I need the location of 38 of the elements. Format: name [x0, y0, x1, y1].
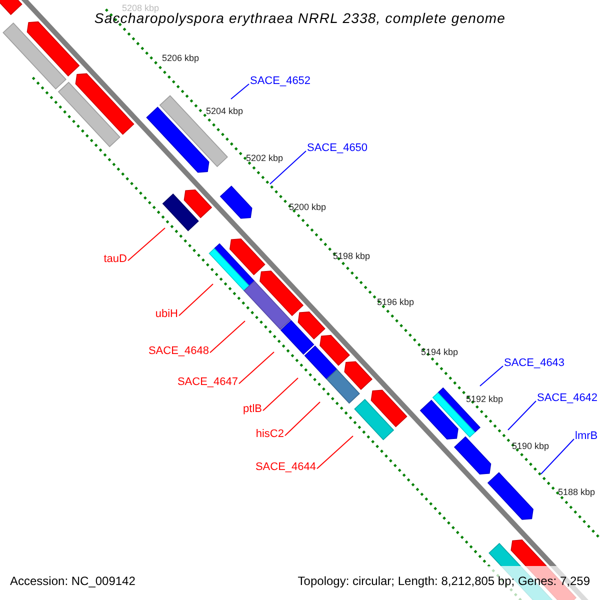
gene-label: SACE_4648 — [148, 346, 209, 357]
tick-label: 5196 kbp — [377, 298, 414, 306]
tick-label: 5208 kbp — [122, 4, 160, 12]
footer-text: Accession: NC_009142 — [10, 575, 136, 587]
footer-text: Topology: circular; Length: 8,212,805 bp; Genes: 7,259 — [298, 575, 590, 587]
gene-label: SACE_4642 — [537, 393, 598, 404]
gene-label: ubiH — [155, 309, 178, 320]
gene-label: SACE_4644 — [255, 462, 316, 473]
leader-line — [508, 400, 536, 430]
leader-line — [480, 366, 504, 386]
gene-label: ptlB — [243, 404, 262, 415]
leader-line — [238, 352, 274, 384]
tick-label: 5194 kbp — [421, 348, 458, 356]
leader-line — [270, 150, 306, 184]
tick-label: 5204 kbp — [206, 106, 244, 116]
leader-line — [210, 320, 246, 354]
gene-label: SACE_4650 — [307, 143, 368, 154]
gene-label: SACE_4643 — [504, 358, 565, 369]
gene-label: tauD — [104, 254, 127, 265]
leader-line — [316, 436, 354, 470]
leader-line — [284, 402, 320, 436]
leader-line — [128, 228, 166, 262]
tick-label: 5200 kbp — [289, 202, 326, 212]
tick-label: 5188 kbp — [558, 488, 596, 496]
tick-label: 5206 kbp — [162, 54, 200, 62]
gene-label: SACE_4652 — [250, 76, 311, 87]
leader-line — [540, 438, 574, 474]
tick-label: 5198 kbp — [333, 252, 370, 260]
gene-label: lmrB — [575, 431, 598, 442]
leader-line — [230, 84, 250, 100]
diagram-title: Saccharopolyspora erythraea NRRL 2338, complete genome — [93, 11, 507, 25]
tick-label: 5192 kbp — [466, 394, 504, 404]
leader-line — [178, 284, 214, 316]
gene-label: SACE_4647 — [177, 377, 238, 388]
tick-label: 5202 kbp — [246, 154, 284, 162]
tick-label: 5190 kbp — [512, 442, 550, 450]
gene-label: hisC2 — [256, 429, 284, 440]
leader-line — [262, 378, 298, 412]
